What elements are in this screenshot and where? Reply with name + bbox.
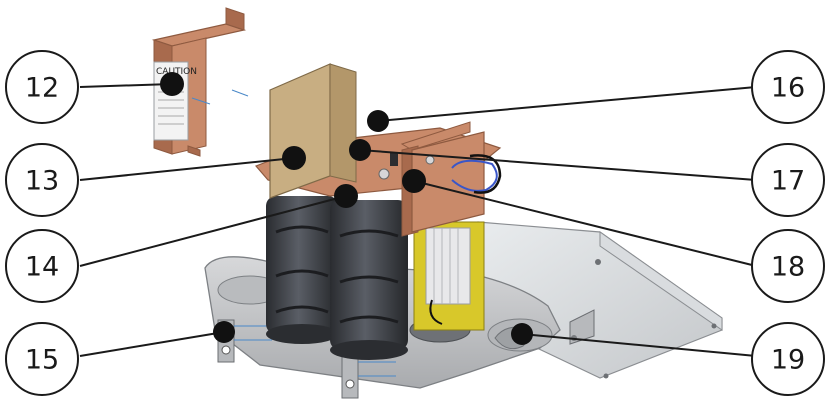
target-dot-16	[367, 110, 389, 132]
leader-19	[521, 333, 757, 357]
callout-label-14: 14	[25, 252, 59, 283]
leader-lines	[79, 83, 757, 357]
capacitor-right	[330, 200, 408, 360]
yellow-component	[413, 221, 485, 331]
callout-label-12: 12	[25, 73, 59, 104]
leader-12	[79, 83, 173, 88]
callout-label-17: 17	[771, 166, 805, 197]
target-dot-17	[349, 139, 371, 161]
callout-19: 19	[751, 322, 825, 396]
leader-15	[79, 331, 225, 357]
callout-12: 12	[5, 50, 79, 124]
callout-17: 17	[751, 143, 825, 217]
leader-14	[79, 195, 347, 267]
callout-label-15: 15	[25, 345, 59, 376]
callout-label-18: 18	[771, 252, 805, 283]
capacitor-left	[266, 196, 338, 344]
cover-arrows	[191, 89, 249, 105]
callout-14: 14	[5, 229, 79, 303]
caution-label: CAUTION	[156, 67, 197, 77]
callout-18: 18	[751, 229, 825, 303]
target-dot-14	[334, 184, 358, 208]
callout-label-19: 19	[771, 345, 805, 376]
target-dot-12	[160, 72, 184, 96]
callouts: 12 13 14 15 16 17 18 19	[5, 50, 825, 396]
target-dot-13	[282, 146, 306, 170]
tan-bracket	[269, 63, 357, 199]
target-dot-15	[213, 321, 235, 343]
callout-label-13: 13	[25, 166, 59, 197]
caution-cover: CAUTION	[151, 7, 247, 157]
callout-15: 15	[5, 322, 79, 396]
leader-17	[359, 149, 757, 181]
leader-18	[413, 180, 757, 267]
callout-label-16: 16	[771, 73, 805, 104]
callout-16: 16	[751, 50, 825, 124]
target-dot-19	[511, 323, 533, 345]
assembly-arrows	[234, 325, 396, 377]
leader-16	[377, 86, 757, 122]
target-dot-18	[402, 169, 426, 193]
mounting-bracket-right	[341, 355, 359, 399]
callout-13: 13	[5, 143, 79, 217]
leader-13	[79, 157, 295, 181]
target-dots	[160, 72, 533, 345]
